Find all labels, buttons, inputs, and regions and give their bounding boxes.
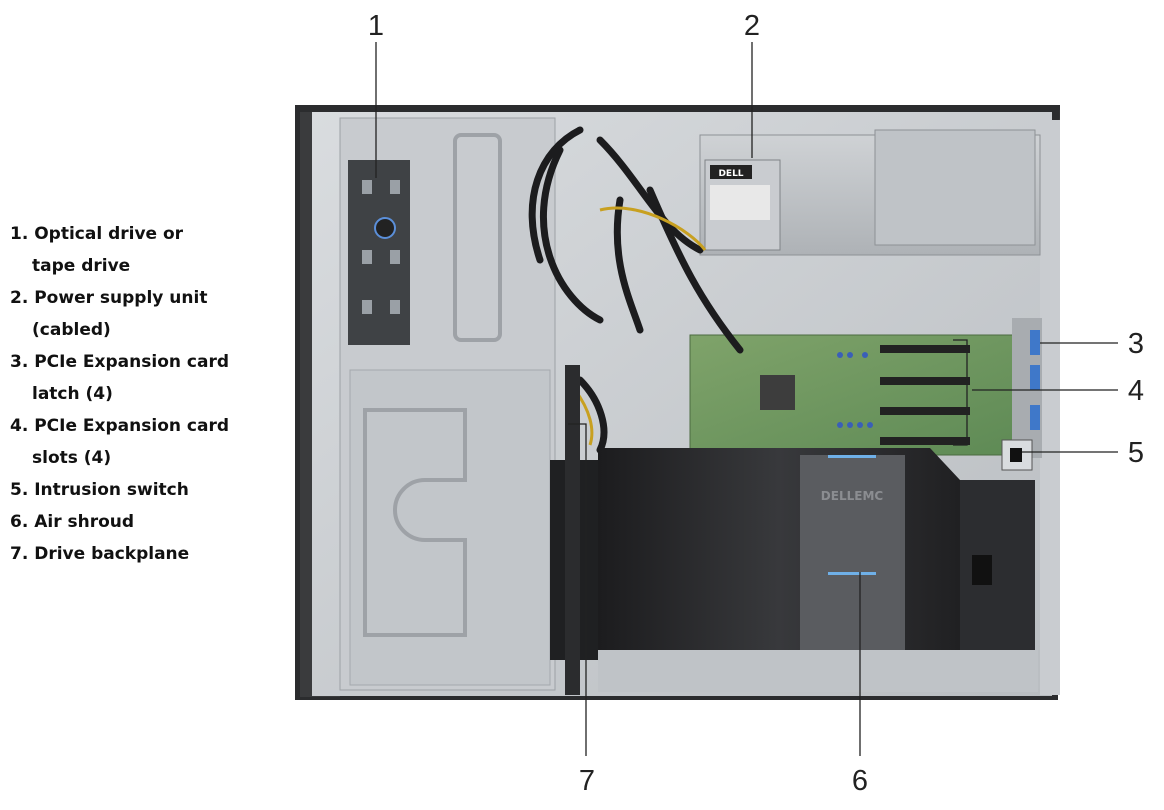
legend-item-1-cont: tape drive	[32, 256, 131, 276]
legend-item-4: 4. PCIe Expansion card	[10, 416, 229, 436]
callout-1: 1	[368, 10, 384, 42]
system-board	[689, 334, 1021, 456]
optical-drive-bracket	[348, 160, 410, 345]
callout-3: 3	[1128, 328, 1144, 360]
callout-7: 7	[579, 765, 595, 797]
legend-item-2-cont: (cabled)	[32, 320, 111, 340]
component-legend: 1. Optical drive or tape drive 2. Power …	[10, 218, 260, 570]
callout-line-7	[568, 423, 587, 756]
legend-item-5: 5. Intrusion switch	[10, 480, 189, 500]
callout-5: 5	[1128, 437, 1144, 469]
legend-item-2: 2. Power supply unit	[10, 288, 208, 308]
chassis: DELL	[295, 105, 1060, 700]
legend-item-3: 3. PCIe Expansion card	[10, 352, 229, 372]
legend-item-6: 6. Air shroud	[10, 512, 135, 532]
air-shroud	[598, 448, 960, 650]
legend-item-4-cont: slots (4)	[32, 448, 112, 468]
callout-lines	[375, 42, 1118, 756]
callout-bracket-4	[953, 339, 968, 446]
legend-item-3-cont: latch (4)	[32, 384, 113, 404]
callout-4: 4	[1128, 375, 1144, 407]
cpu	[760, 375, 795, 410]
psu-logo: DELL	[718, 169, 743, 179]
intrusion-switch	[1001, 439, 1033, 471]
callout-2: 2	[744, 10, 760, 42]
callout-6: 6	[852, 765, 868, 797]
legend-item-1: 1. Optical drive or	[10, 224, 184, 244]
shroud-logo: DELLEMC	[821, 489, 884, 503]
legend-item-7: 7. Drive backplane	[10, 544, 190, 564]
